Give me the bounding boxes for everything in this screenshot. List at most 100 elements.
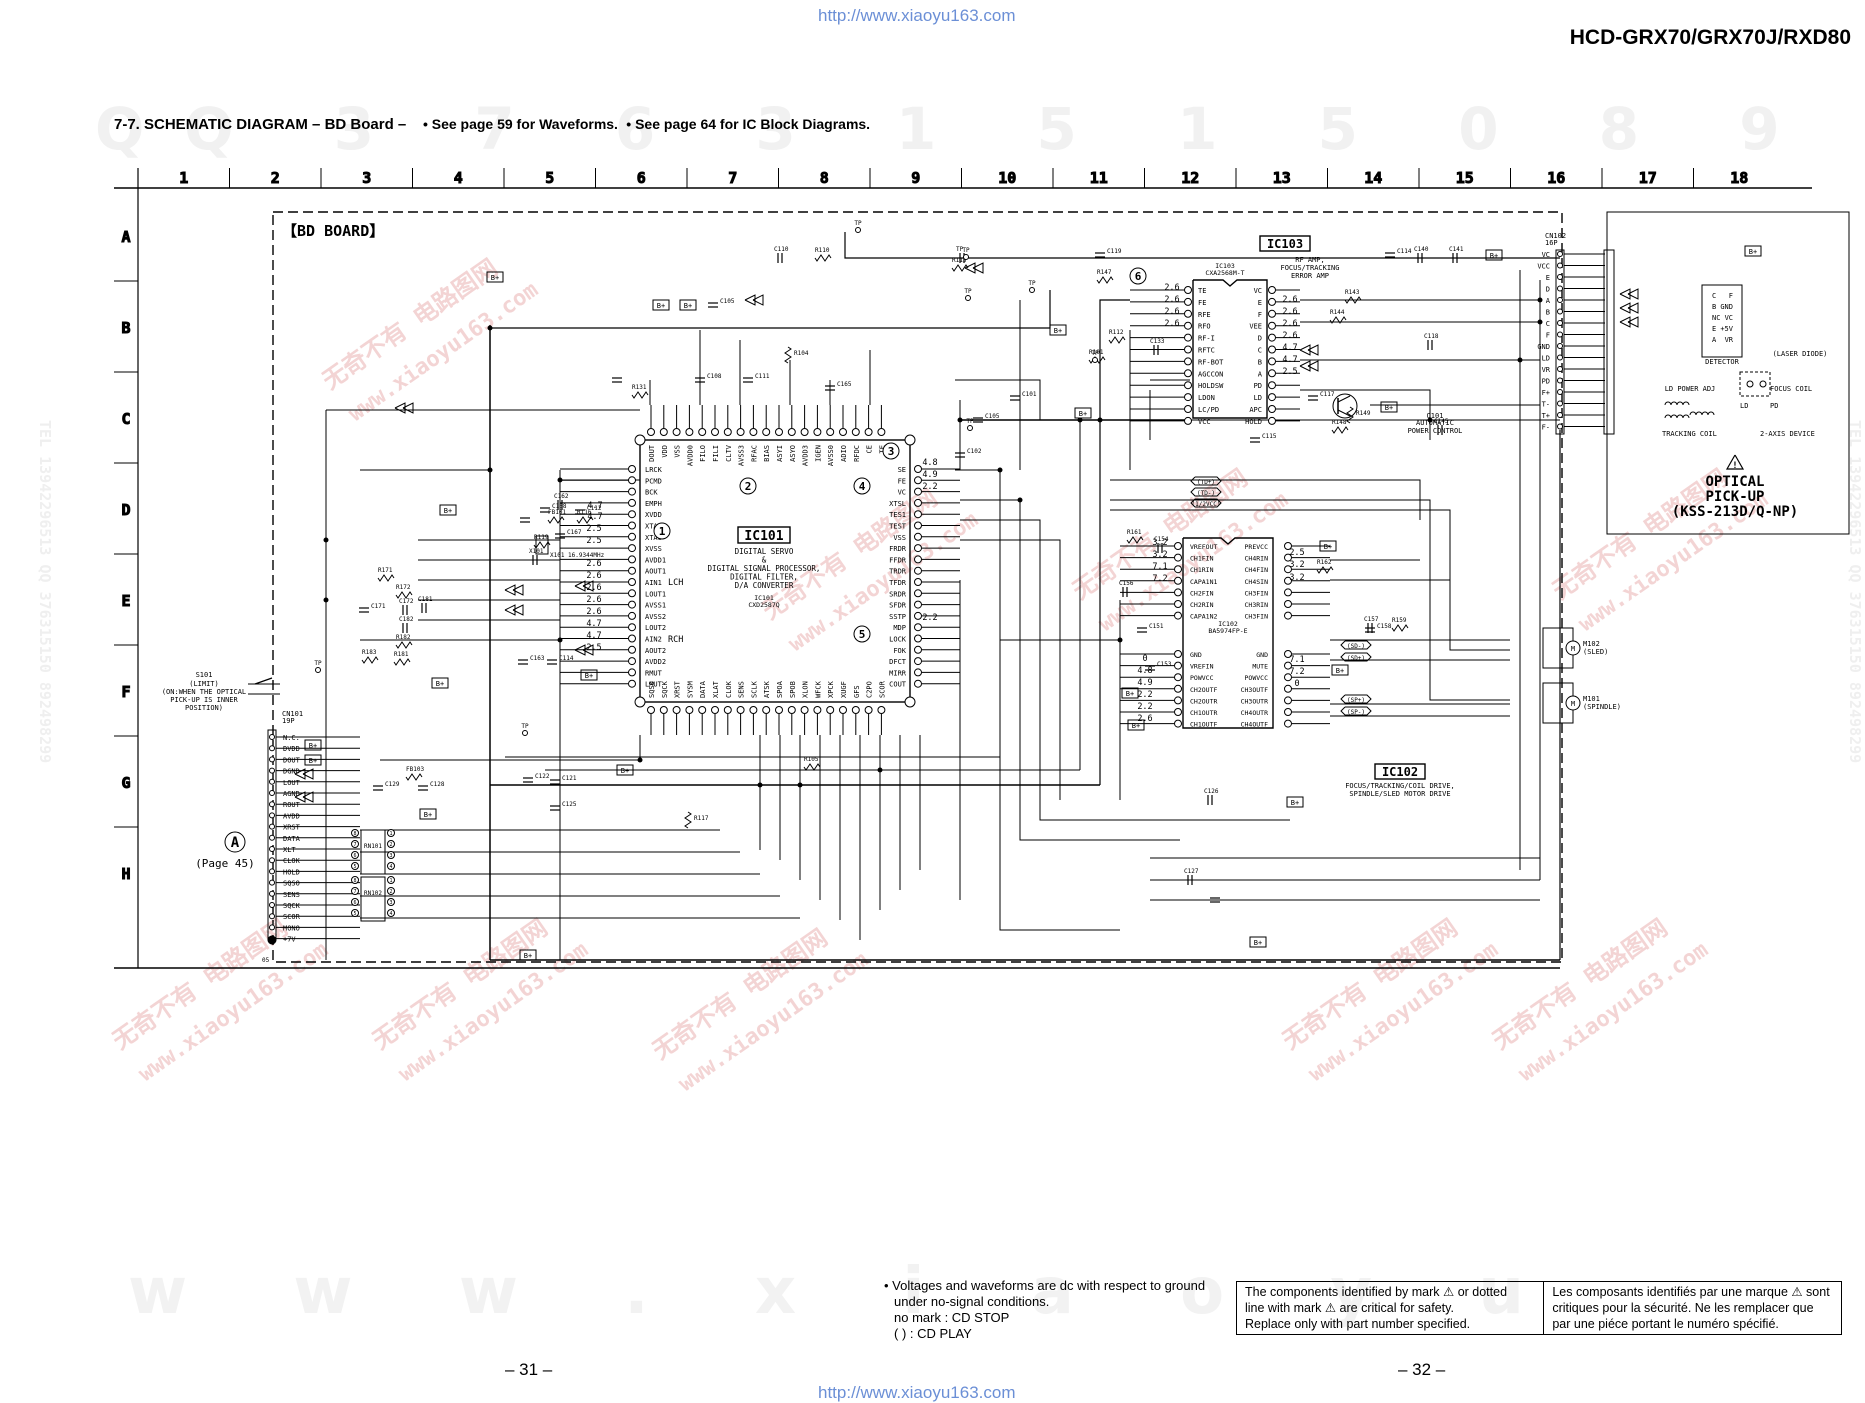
pickup-ld-power-adj: LD POWER ADJ bbox=[1665, 385, 1716, 393]
b-plus-tag bbox=[419, 808, 437, 820]
capacitor-ref: C172 bbox=[399, 598, 414, 605]
wire bbox=[960, 539, 1061, 800]
wire bbox=[1331, 426, 1349, 434]
capacitor: C102 bbox=[955, 448, 982, 458]
test-point-label: TP bbox=[1091, 350, 1099, 357]
connector-ref-A bbox=[224, 831, 246, 853]
cn102-pin-label: VC bbox=[1542, 251, 1550, 259]
ic101-pin-label: CLOK bbox=[725, 680, 733, 698]
capacitor-ref: C114 bbox=[1397, 248, 1412, 255]
bottom-url[interactable]: http://www.xiaoyu163.com bbox=[818, 1383, 1016, 1402]
marker-label: 6 bbox=[1135, 270, 1142, 283]
caution-fr-3: par une piéce portant le numéro spécifié… bbox=[1552, 1317, 1779, 1331]
ic101-pin-label: PCMD bbox=[645, 477, 662, 485]
ic103-pin bbox=[1184, 381, 1192, 390]
b-plus-label: B+ bbox=[524, 952, 532, 960]
capacitor-ref: C108 bbox=[707, 373, 722, 380]
ic101-pin-label: BCK bbox=[645, 489, 658, 497]
resistor-ref: R171 bbox=[378, 567, 393, 574]
rn-pin-num: 6 bbox=[353, 900, 356, 906]
voltage-annotation: 0 bbox=[1294, 679, 1299, 689]
ic101-pin bbox=[775, 428, 783, 436]
ic102-pin bbox=[1174, 565, 1182, 574]
voltage-annotation: 3.2 bbox=[1289, 573, 1304, 583]
ic101-pin bbox=[723, 428, 732, 436]
cn102-pin bbox=[1557, 377, 1563, 384]
junction-dot bbox=[1117, 637, 1123, 643]
resistor-ref: R115 bbox=[952, 257, 967, 264]
watermark-www: w w w . x i a o y u 1 6 3 . c o m bbox=[128, 1255, 1628, 1329]
capacitor: C181 bbox=[418, 596, 433, 613]
signal-tag: (SD-) bbox=[1347, 643, 1365, 650]
cn101-pin bbox=[269, 778, 275, 785]
ic103-pin bbox=[1268, 357, 1276, 366]
capacitor: C133 bbox=[1150, 338, 1165, 355]
cn102-pin bbox=[1557, 285, 1563, 292]
ic101-pin bbox=[864, 428, 873, 436]
voltage-annotation: 2.6 bbox=[586, 571, 601, 581]
wire bbox=[960, 499, 1180, 841]
ic101-pin-label: AVSS1 bbox=[645, 602, 666, 610]
ic101-pin bbox=[839, 706, 847, 714]
ic101-pin-label: DATA bbox=[699, 680, 707, 698]
pickup-pin-label: NC bbox=[1712, 314, 1720, 322]
page-number-left: – 31 – bbox=[505, 1360, 553, 1379]
resistor: R143 bbox=[1344, 289, 1362, 304]
motor-sub: (SLED) bbox=[1583, 648, 1608, 656]
rn-pin bbox=[351, 862, 359, 870]
ic101-pin bbox=[877, 428, 886, 436]
capacitor-ref: TP bbox=[956, 246, 964, 253]
top-url[interactable]: http://www.xiaoyu163.com bbox=[818, 6, 1016, 25]
capacitor-ref: C129 bbox=[385, 781, 400, 788]
capacitor-ref: C141 bbox=[1449, 246, 1464, 253]
junction-dot bbox=[323, 537, 329, 543]
resistor-ref: R149 bbox=[1356, 410, 1371, 417]
grid-row-G: G bbox=[121, 774, 130, 792]
ic102-pin bbox=[1174, 684, 1182, 693]
wire bbox=[294, 768, 306, 780]
resistor-ref: R105 bbox=[804, 756, 819, 763]
ic101-pin bbox=[775, 706, 783, 714]
test-point bbox=[522, 730, 528, 736]
voltage-annotation: 2.2 bbox=[1137, 690, 1152, 700]
tracking-coil-winding bbox=[1676, 414, 1684, 419]
resistor-ref: FB101 bbox=[548, 509, 566, 516]
capacitor-ref: C128 bbox=[430, 781, 445, 788]
b-plus-tag bbox=[616, 764, 634, 776]
ic101-pin bbox=[628, 623, 636, 632]
b-plus-label: B+ bbox=[436, 680, 444, 688]
voltage-annotation: 2.6 bbox=[586, 595, 601, 605]
ic102-pin-label: CH4FIN bbox=[1245, 566, 1269, 574]
ic101-pin bbox=[914, 600, 922, 609]
ic101-pin bbox=[800, 428, 809, 436]
ic103-pin-label: AGCCON bbox=[1198, 370, 1223, 378]
ic103-pin bbox=[1184, 345, 1192, 354]
grid-column-18: 18 bbox=[1730, 169, 1748, 187]
resistor: R162 bbox=[1316, 559, 1334, 574]
wire bbox=[504, 584, 516, 596]
ic101-pin-label: LOUT2 bbox=[645, 624, 666, 632]
ic103-pin-label: VC bbox=[1254, 287, 1262, 295]
ic102-pin bbox=[1284, 576, 1292, 585]
ic101-pin-label: FE bbox=[898, 477, 906, 485]
ic102-pin bbox=[1284, 684, 1292, 693]
capacitor: C114 bbox=[547, 655, 574, 665]
wire bbox=[684, 811, 692, 829]
ic102-pin-label: GND bbox=[1256, 651, 1268, 659]
junction-dot bbox=[1427, 417, 1433, 423]
cn101-pin-label: SQCK bbox=[283, 902, 301, 910]
ic101-pin bbox=[736, 706, 745, 714]
ic101-pin bbox=[736, 428, 745, 436]
ic101-pin bbox=[659, 428, 668, 436]
connector-ref-page: (Page 45) bbox=[195, 857, 255, 870]
ic101-pin bbox=[877, 706, 886, 714]
capacitor: C154 bbox=[1154, 536, 1169, 553]
cn101-gnd bbox=[267, 935, 277, 945]
ic101-pin-label: MDP bbox=[893, 624, 906, 632]
wire bbox=[1110, 479, 1421, 520]
pickup-focus-coil: FOCUS COIL bbox=[1770, 385, 1812, 393]
ic103-pin bbox=[1268, 345, 1276, 354]
resistor-network bbox=[360, 829, 386, 875]
rn-pin-num: 1 bbox=[389, 831, 392, 837]
voltage-annotation: 3.2 bbox=[1152, 538, 1167, 548]
